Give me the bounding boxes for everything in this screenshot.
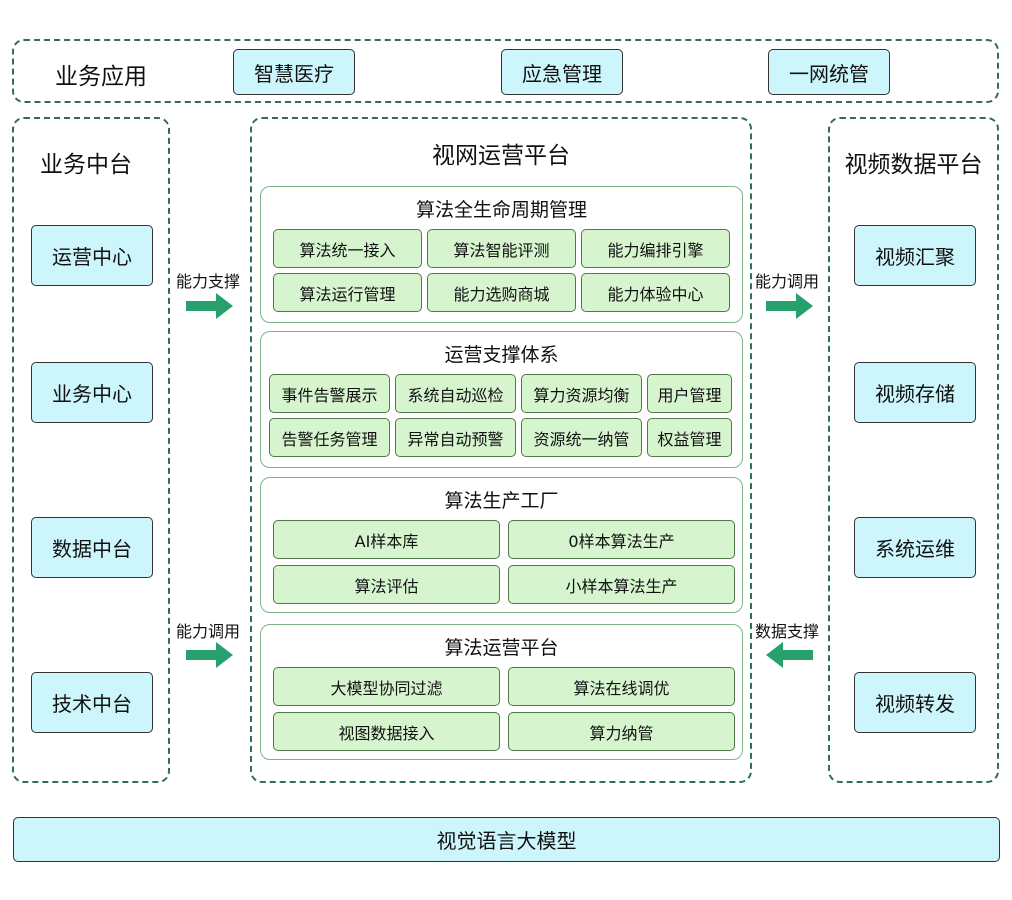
feature-user-management[interactable]: 用户管理 — [647, 374, 732, 413]
left-item-data-platform[interactable]: 数据中台 — [31, 517, 153, 578]
feature-event-alarm-display[interactable]: 事件告警展示 — [269, 374, 390, 413]
feature-capability-orchestration[interactable]: 能力编排引擎 — [581, 229, 730, 268]
feature-few-shot-production[interactable]: 小样本算法生产 — [508, 565, 735, 604]
connector-label-left-top: 能力支撑 — [176, 272, 241, 291]
arrow-right-icon — [186, 642, 233, 668]
feature-zero-shot-production[interactable]: 0样本算法生产 — [508, 520, 735, 559]
app-smart-healthcare[interactable]: 智慧医疗 — [233, 49, 355, 95]
business-middle-platform-panel — [12, 117, 170, 783]
video-network-platform-panel — [250, 117, 752, 783]
right-item-video-aggregation[interactable]: 视频汇聚 — [854, 225, 976, 286]
feature-large-model-collaborative-filter[interactable]: 大模型协同过滤 — [273, 667, 500, 706]
section-title: 算法运营平台 — [444, 637, 559, 659]
connector-label-left-bottom: 能力调用 — [176, 622, 241, 641]
arrow-right-icon — [766, 293, 813, 319]
feature-algorithm-online-tuning[interactable]: 算法在线调优 — [508, 667, 735, 706]
video-network-platform-title: 视网运营平台 — [432, 143, 570, 169]
video-data-platform-title: 视频数据平台 — [844, 152, 983, 178]
feature-compute-management[interactable]: 算力纳管 — [508, 712, 735, 751]
visual-language-model-bar[interactable]: 视觉语言大模型 — [13, 817, 1000, 862]
video-data-platform-panel — [828, 117, 999, 783]
feature-alarm-task-management[interactable]: 告警任务管理 — [269, 418, 390, 457]
arrow-right-icon — [186, 293, 233, 319]
app-emergency-management[interactable]: 应急管理 — [501, 49, 623, 95]
feature-algorithm-smart-evaluation[interactable]: 算法智能评测 — [427, 229, 576, 268]
right-item-video-forwarding[interactable]: 视频转发 — [854, 672, 976, 733]
feature-algorithm-evaluation[interactable]: 算法评估 — [273, 565, 500, 604]
arrow-left-icon — [766, 642, 813, 668]
feature-capability-experience-center[interactable]: 能力体验中心 — [581, 273, 730, 312]
feature-anomaly-auto-warning[interactable]: 异常自动预警 — [395, 418, 516, 457]
feature-algorithm-runtime-management[interactable]: 算法运行管理 — [273, 273, 422, 312]
feature-system-auto-inspection[interactable]: 系统自动巡检 — [395, 374, 516, 413]
section-title: 算法全生命周期管理 — [415, 199, 587, 221]
left-item-business-center[interactable]: 业务中心 — [31, 362, 153, 423]
left-item-operation-center[interactable]: 运营中心 — [31, 225, 153, 286]
right-item-video-storage[interactable]: 视频存储 — [854, 362, 976, 423]
feature-algorithm-unified-access[interactable]: 算法统一接入 — [273, 229, 422, 268]
right-item-system-ops[interactable]: 系统运维 — [854, 517, 976, 578]
section-title: 运营支撑体系 — [444, 344, 559, 366]
feature-ai-sample-library[interactable]: AI样本库 — [273, 520, 500, 559]
connector-label-right-top: 能力调用 — [755, 272, 820, 291]
connector-label-right-bottom: 数据支撑 — [755, 622, 820, 641]
business-applications-title: 业务应用 — [55, 64, 147, 90]
feature-resource-unified-management[interactable]: 资源统一纳管 — [521, 418, 642, 457]
feature-capability-mall[interactable]: 能力选购商城 — [427, 273, 576, 312]
business-applications-panel — [12, 39, 999, 103]
section-title: 算法生产工厂 — [444, 490, 559, 512]
left-item-tech-platform[interactable]: 技术中台 — [31, 672, 153, 733]
feature-compute-balance[interactable]: 算力资源均衡 — [521, 374, 642, 413]
feature-rights-management[interactable]: 权益管理 — [647, 418, 732, 457]
feature-view-data-access[interactable]: 视图数据接入 — [273, 712, 500, 751]
app-unified-management[interactable]: 一网统管 — [768, 49, 890, 95]
business-middle-platform-title: 业务中台 — [40, 152, 132, 178]
